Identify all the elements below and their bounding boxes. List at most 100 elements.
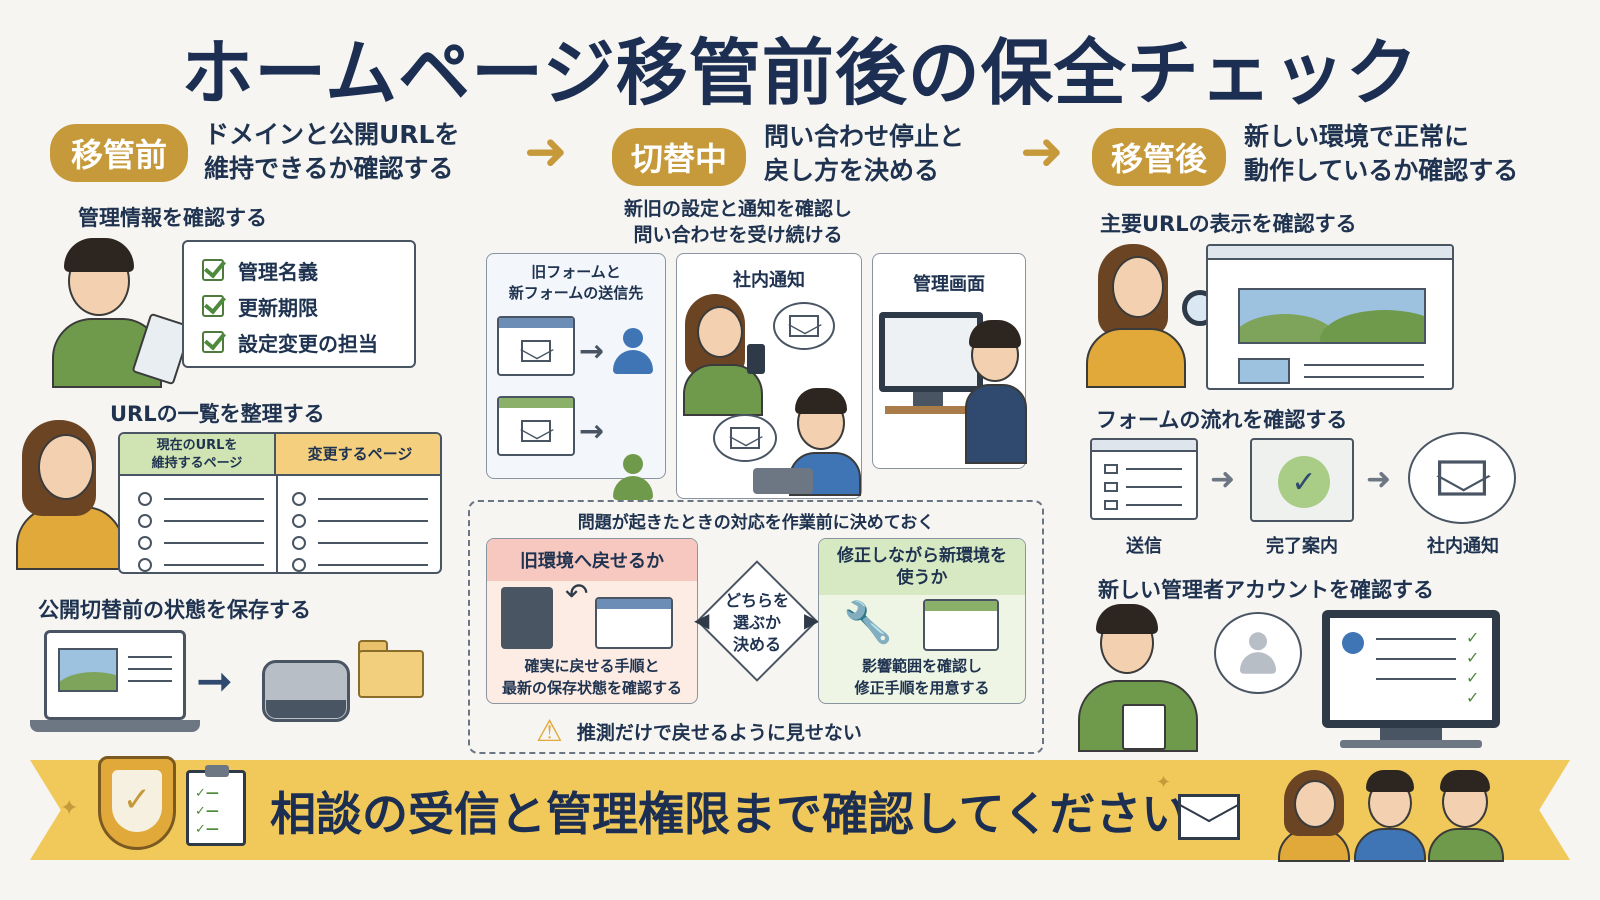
checkbox-checked-icon bbox=[202, 295, 224, 317]
checklist-item: 設定変更の担当 bbox=[202, 324, 414, 360]
user-key-bubble-icon bbox=[1214, 612, 1302, 694]
checkbox-checked-icon bbox=[202, 259, 224, 281]
arrow-left-icon: ◀ bbox=[694, 608, 710, 632]
form-flow-heading: フォームの流れを確認する bbox=[1096, 408, 1348, 432]
checklist-label: 管理名義 bbox=[238, 259, 318, 284]
server-icon bbox=[501, 587, 553, 649]
folder-icon bbox=[358, 634, 428, 700]
forms-destination-card: 旧フォームと 新フォームの送信先 → → bbox=[486, 253, 666, 500]
laptop-icon bbox=[30, 630, 200, 734]
phase-before-badge: 移管前 bbox=[50, 124, 188, 182]
completion-screen-icon: ✓ bbox=[1250, 438, 1354, 522]
new-form-window bbox=[497, 396, 575, 456]
revert-caption-line1: 確実に戻せる手順と bbox=[524, 657, 660, 675]
revert-caption: 確実に戻せる手順と 最新の保存状態を確認する bbox=[487, 655, 697, 699]
arrow-right-icon: ➜ bbox=[1366, 462, 1392, 497]
revert-option-pane: 旧環境へ戻せるか ↶ 確実に戻せる手順と 最新の保存状態を確認する bbox=[486, 538, 698, 704]
phase-during-badge: 切替中 bbox=[612, 128, 746, 186]
checklist-label: 更新期限 bbox=[238, 295, 318, 320]
flow-step-notify: 社内通知 bbox=[1427, 536, 1499, 557]
during-heading-line2: 問い合わせを受け続ける bbox=[633, 224, 843, 246]
mail-icon bbox=[521, 420, 551, 442]
team-cheering-illustration bbox=[1262, 770, 1562, 862]
phase-after-desc-line1: 新しい環境で正常に bbox=[1244, 122, 1470, 151]
arrow-right-icon: → bbox=[579, 414, 605, 449]
flow-step-submit: 送信 bbox=[1126, 536, 1162, 557]
flow-step-complete: 完了案内 bbox=[1266, 536, 1338, 557]
person-clipboard-illustration bbox=[48, 236, 198, 388]
arrow-right-icon: ➜ bbox=[1020, 122, 1064, 182]
arrow-right-icon: ▶ bbox=[804, 608, 820, 632]
check-circle-icon: ✓ bbox=[1278, 456, 1330, 508]
forms-card-title: 旧フォームと 新フォームの送信先 bbox=[487, 262, 665, 304]
user-green-icon bbox=[613, 454, 653, 500]
phase-after-badge: 移管後 bbox=[1092, 128, 1226, 186]
phase-after-desc-line2: 動作しているか確認する bbox=[1244, 156, 1519, 185]
page-title: ホームページ移管前後の保全チェック bbox=[181, 31, 1419, 115]
mail-bubble-icon bbox=[713, 414, 777, 462]
admin-account-heading: 新しい管理者アカウントを確認する bbox=[1098, 578, 1434, 602]
admin-screen-title: 管理画面 bbox=[913, 274, 985, 295]
checkbox-checked-icon bbox=[202, 331, 224, 353]
url-change-column-header: 変更するページ bbox=[276, 434, 440, 476]
arrow-right-icon: ➞ bbox=[196, 656, 233, 707]
check-marks-icon: ✓✓✓✓ bbox=[1466, 628, 1480, 707]
url-keep-header-line2: 維持するページ bbox=[151, 456, 243, 471]
url-keep-rows bbox=[138, 488, 264, 572]
checklist-label: 設定変更の担当 bbox=[238, 331, 378, 356]
mail-bubble-icon bbox=[1408, 432, 1516, 524]
phase-before-desc-line2: 維持できるか確認する bbox=[204, 154, 454, 183]
mail-bubble-icon bbox=[773, 302, 835, 350]
admin-screen-card: 管理画面 bbox=[872, 253, 1027, 469]
phase-after-desc: 新しい環境で正常に 動作しているか確認する bbox=[1244, 120, 1518, 188]
internal-notification-title: 社内通知 bbox=[733, 270, 805, 291]
arrow-right-icon: ➜ bbox=[1210, 462, 1236, 497]
decision-heading: 問題が起きたときの対応を作業前に決めておく bbox=[577, 513, 935, 533]
during-heading-line1: 新旧の設定と通知を確認し bbox=[623, 198, 852, 220]
wrench-icon: 🔧 bbox=[843, 600, 893, 646]
person-pointing-illustration bbox=[14, 420, 134, 570]
checklist-item: 管理名義 bbox=[202, 252, 414, 288]
banner-message: 相談の受信と管理権限まで確認してください bbox=[270, 787, 1188, 841]
main-url-heading: 主要URLの表示を確認する bbox=[1100, 212, 1357, 236]
mgmt-info-heading: 管理情報を確認する bbox=[78, 206, 267, 230]
phase-during-desc-line2: 戻し方を決める bbox=[764, 156, 940, 185]
decision-diamond-text: どちらを 選ぶか 決める bbox=[700, 590, 814, 656]
warning-text: 推測だけで戻せるように見せない bbox=[576, 722, 862, 744]
form-window-icon bbox=[1090, 438, 1198, 520]
url-keep-column-header: 現在のURLを 維持するページ bbox=[120, 434, 276, 476]
management-checklist: 管理名義 更新期限 設定変更の担当 bbox=[182, 240, 416, 368]
revert-option-title: 旧環境へ戻せるか bbox=[487, 539, 697, 581]
fix-forward-option-pane: 修正しながら新環境を 使うか 🔧 影響範囲を確認し 修正手順を用意する bbox=[818, 538, 1026, 704]
url-list-table: 現在のURLを 維持するページ 変更するページ bbox=[118, 432, 442, 574]
site-preview-window bbox=[1206, 244, 1454, 390]
revert-caption-line2: 最新の保存状態を確認する bbox=[501, 679, 682, 697]
phase-during-desc: 問い合わせ停止と 戻し方を決める bbox=[764, 120, 964, 188]
old-form-window bbox=[497, 316, 575, 376]
site-window-icon bbox=[595, 597, 673, 649]
clipboard-checklist-icon: ✓—✓—✓— bbox=[186, 765, 246, 846]
url-change-rows bbox=[292, 488, 428, 572]
decision-text-line1: どちらを bbox=[724, 591, 789, 610]
fix-forward-caption: 影響範囲を確認し 修正手順を用意する bbox=[819, 655, 1025, 699]
woman-magnifier-illustration bbox=[1086, 240, 1218, 390]
man-admin-illustration bbox=[1078, 604, 1208, 752]
phase-before-desc: ドメインと公開URLを 維持できるか確認する bbox=[204, 118, 459, 186]
sparkle-icon: ✦ bbox=[1156, 772, 1172, 793]
shield-check-icon: ✓ bbox=[98, 756, 178, 852]
internal-notification-card: 社内通知 bbox=[676, 253, 862, 499]
fix-forward-caption-line1: 影響範囲を確認し bbox=[861, 657, 982, 675]
checklist-item: 更新期限 bbox=[202, 288, 414, 324]
arrow-right-icon: ➜ bbox=[524, 122, 568, 182]
user-blue-icon bbox=[613, 328, 653, 374]
forms-card-title-line2: 新フォームの送信先 bbox=[508, 284, 644, 302]
forms-card-title-line1: 旧フォームと bbox=[531, 263, 621, 281]
during-heading: 新旧の設定と通知を確認し 問い合わせを受け続ける bbox=[568, 196, 908, 248]
decision-box bbox=[468, 500, 1044, 754]
sparkle-icon: ✦ bbox=[60, 796, 79, 821]
phase-before-desc-line1: ドメインと公開URLを bbox=[204, 120, 460, 149]
undo-arrow-icon: ↶ bbox=[565, 577, 589, 610]
man-computer-illustration bbox=[965, 318, 1027, 468]
admin-monitor-icon: ✓✓✓✓ bbox=[1322, 610, 1500, 728]
man-laptop-illustration bbox=[753, 386, 861, 498]
